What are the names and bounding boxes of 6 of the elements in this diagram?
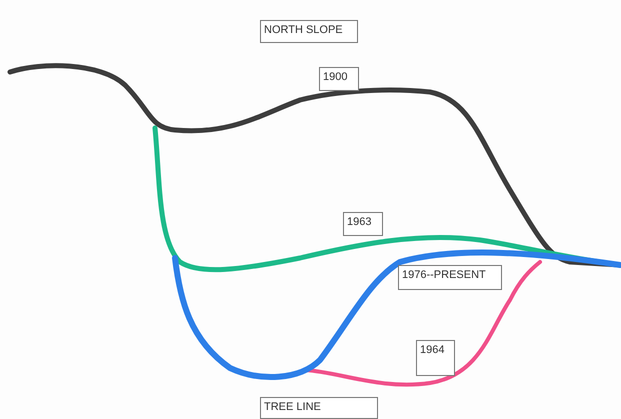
label-box: TREE LINE [260,397,378,419]
label-box: NORTH SLOPE [260,20,358,43]
label-box: 1964 [416,340,455,376]
label-box: 1976--PRESENT [398,265,502,290]
label-box: 1900 [319,67,359,91]
label-box: 1963 [343,212,383,236]
